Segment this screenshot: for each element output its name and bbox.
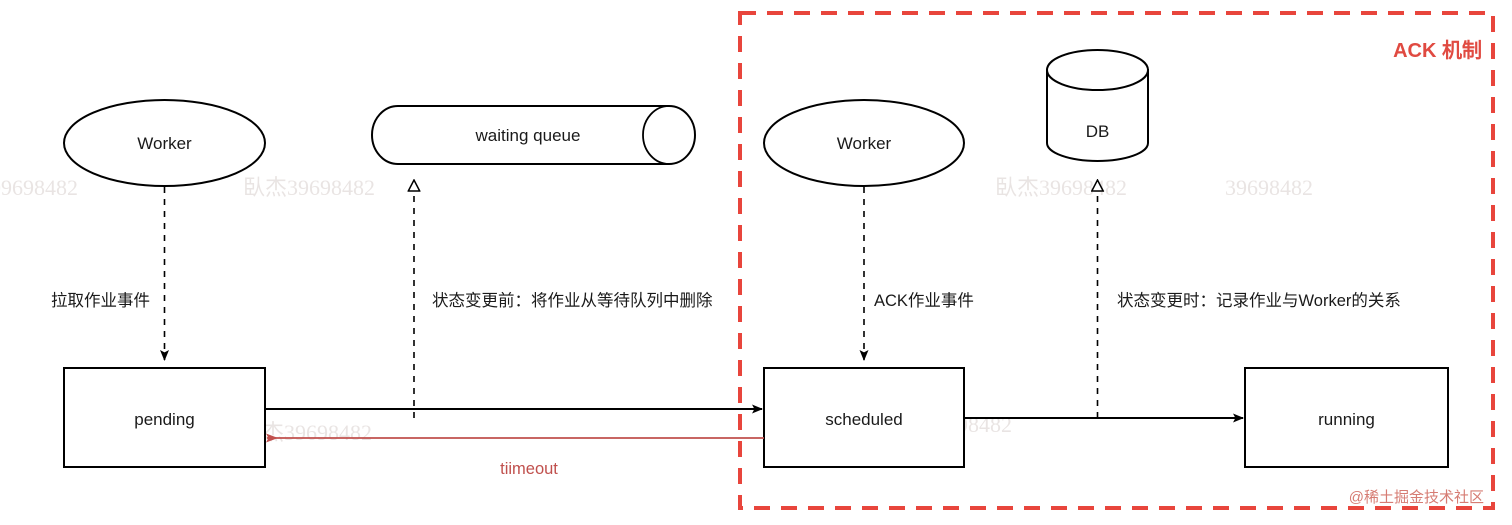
watermark-faint-text: 09698482 xyxy=(0,175,78,200)
running-label: running xyxy=(1318,410,1375,429)
ack-group-boundary xyxy=(738,11,1495,510)
edge-label-timeout: tiimeout xyxy=(500,460,558,478)
edge-label-ack-job-event: ACK作业事件 xyxy=(874,291,974,310)
edge-label-pull-job-event: 拉取作业事件 xyxy=(51,291,150,310)
node-scheduled: scheduled xyxy=(763,367,965,468)
ack-group-title: ACK 机制 xyxy=(1393,38,1482,62)
watermark-faint-text: 39698482 xyxy=(1225,175,1313,200)
waiting-queue-cap xyxy=(642,105,670,165)
worker-left-shape xyxy=(63,99,266,187)
waiting-queue-label: waiting queue xyxy=(475,126,581,145)
pending-box xyxy=(63,367,266,468)
node-db: DB xyxy=(1046,49,1149,162)
scheduled-label: scheduled xyxy=(825,410,903,429)
watermark-faint-text: 臥杰39698482 xyxy=(243,175,375,200)
worker-right-label: Worker xyxy=(837,134,892,153)
brand-watermark: @稀土掘金技术社区 xyxy=(1349,489,1484,506)
edge-label-before-state-change: 状态变更前：将作业从等待队列中删除 xyxy=(432,291,713,310)
node-waiting-queue: waiting queue xyxy=(371,105,696,165)
edge-label-on-state-change: 状态变更时：记录作业与Worker的关系 xyxy=(1117,291,1401,310)
db-label: DB xyxy=(1086,122,1110,141)
worker-right-shape xyxy=(763,99,965,187)
running-box xyxy=(1244,367,1449,468)
watermark-faint-text: 臥杰39698482 xyxy=(995,175,1127,200)
db-body xyxy=(1046,69,1149,162)
node-running: running xyxy=(1244,367,1449,468)
worker-left-label: Worker xyxy=(137,134,192,153)
node-worker-left: Worker xyxy=(63,99,266,187)
node-pending: pending xyxy=(63,367,266,468)
pending-label: pending xyxy=(134,410,195,429)
node-worker-right: Worker xyxy=(763,99,965,187)
db-top-ellipse xyxy=(1046,49,1149,91)
